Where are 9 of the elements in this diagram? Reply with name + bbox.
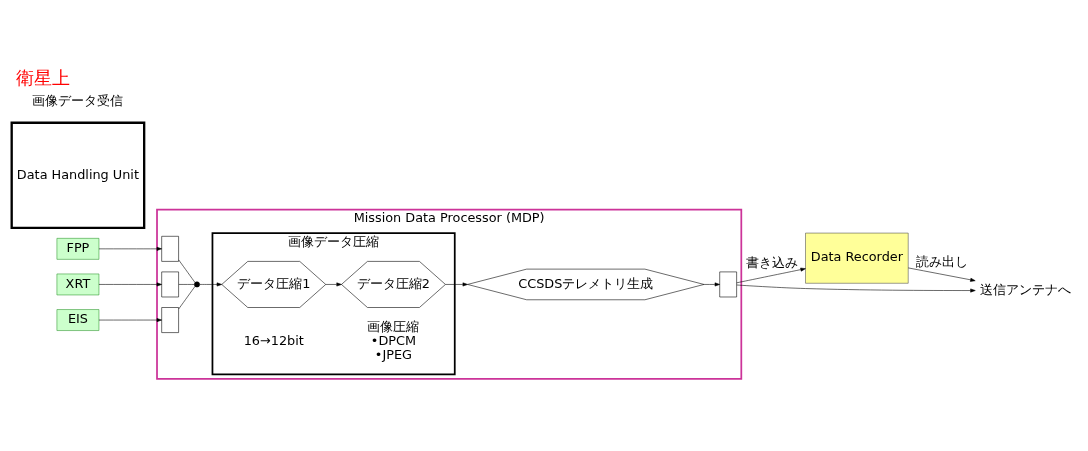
diagram-title: 衛星上: [15, 67, 70, 88]
node-text: 送信アンテナへ: [980, 281, 1072, 297]
node-label: •JPEG: [374, 346, 413, 362]
label: 画像データ受信: [32, 93, 124, 109]
node-label: 画像圧縮: [367, 318, 420, 334]
node-label: •DPCM: [370, 332, 417, 348]
edge-label: 書き込み: [745, 255, 798, 271]
node-label: 16→12bit: [243, 332, 304, 348]
edge-label: 読み出し: [915, 254, 968, 270]
